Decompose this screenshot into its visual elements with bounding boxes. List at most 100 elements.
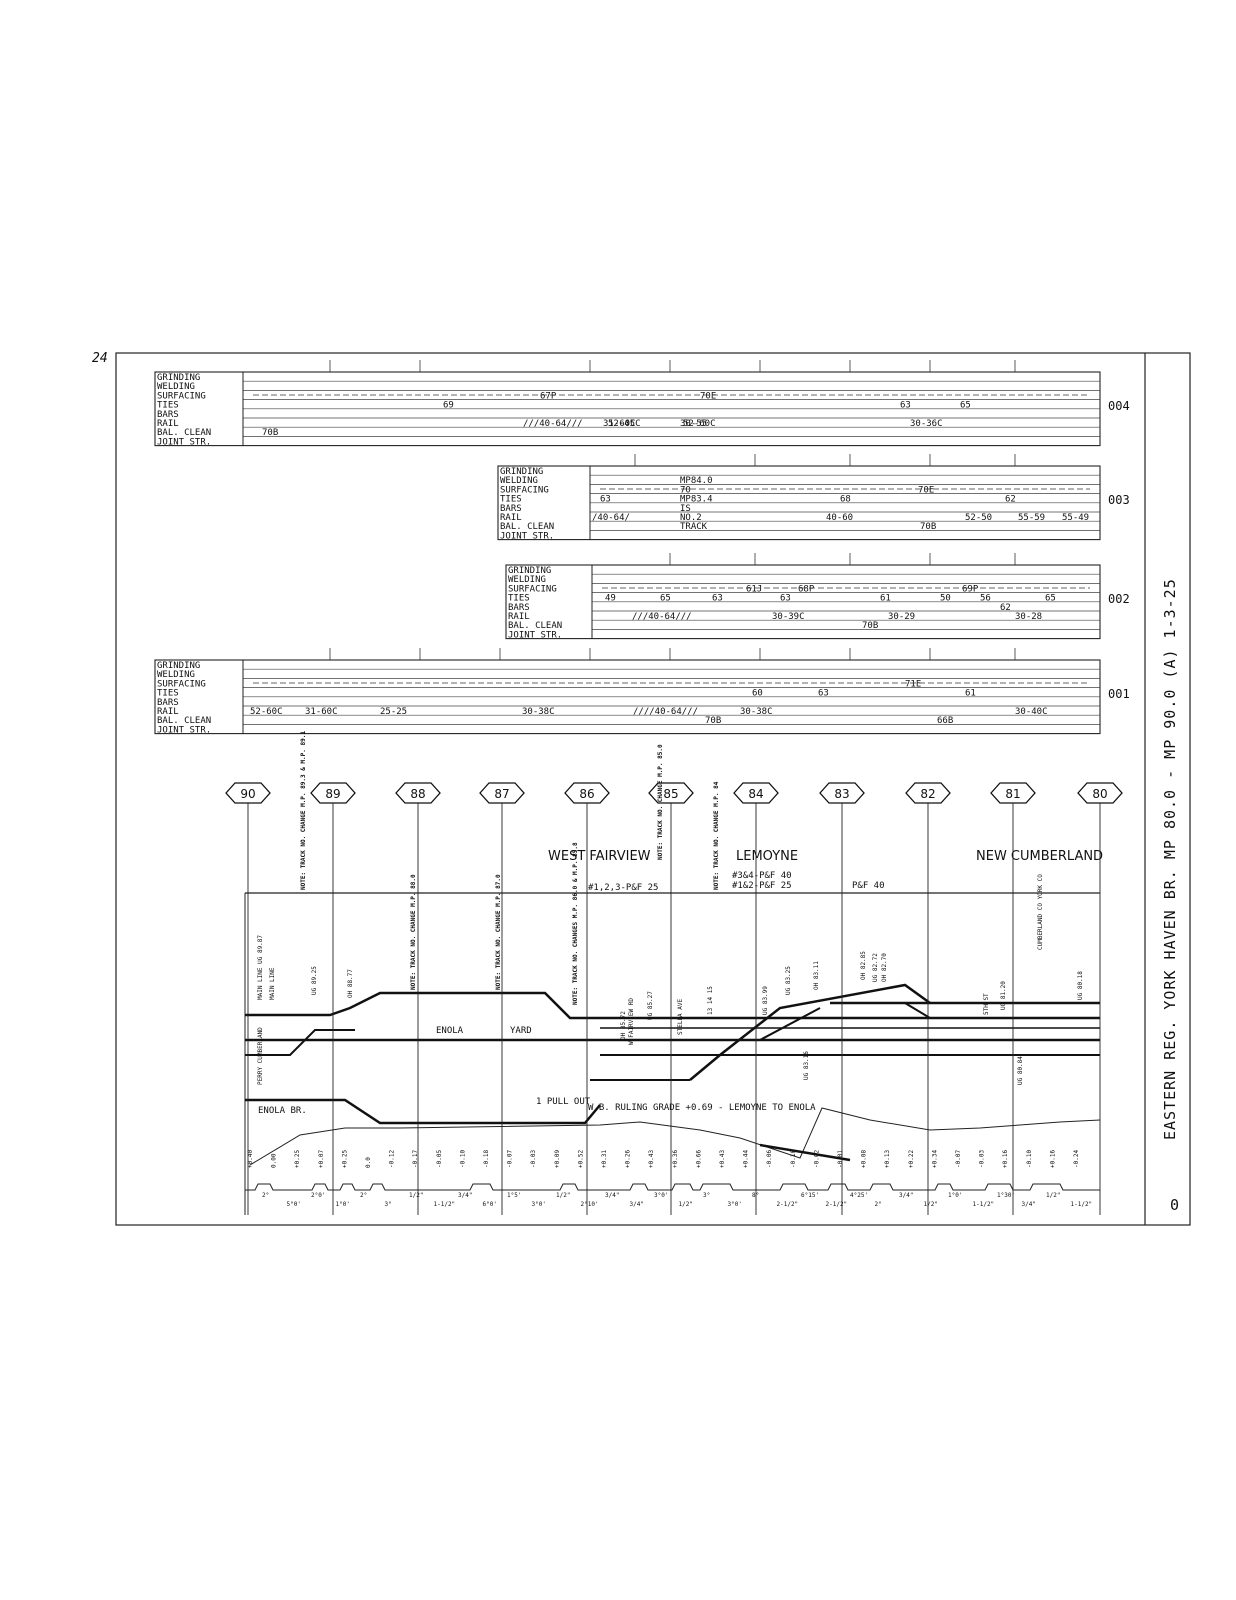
grade-value: +0.43	[719, 1150, 726, 1168]
table-cell: 63	[712, 594, 723, 604]
table-cell: 70B	[262, 428, 278, 438]
grade-value: +0.16	[1002, 1150, 1009, 1168]
table-cell: 30-36C	[910, 419, 943, 429]
table-cell: IS	[680, 504, 691, 514]
vertical-note: PERRY CUMBERLAND	[257, 1027, 264, 1085]
vertical-note: UG 82.72	[872, 953, 879, 982]
table-cell: 61J	[746, 584, 762, 594]
vertical-note: STELLA AVE	[677, 998, 684, 1035]
grade-value: +0.43	[648, 1150, 655, 1168]
milepost-80: 80	[1077, 782, 1123, 1215]
speed-note-1: #1,2,3-P&F 25	[588, 883, 658, 893]
milepost-81: 81	[990, 782, 1036, 1215]
table-row-label: GRINDING	[157, 373, 200, 383]
table-row-label: WELDING	[500, 476, 538, 486]
table-row-label: JOINT STR.	[157, 437, 211, 447]
milepost-87: 87	[479, 782, 525, 1215]
table-row-label: GRINDING	[508, 566, 551, 576]
table-cell: 40-60	[826, 513, 853, 523]
table-cell: 68	[840, 495, 851, 505]
milepost-hexagon	[225, 782, 271, 804]
vertical-note: MAIN LINE	[269, 967, 276, 1000]
table-cell: 70E	[918, 485, 934, 495]
table-cell: 30-38C	[522, 707, 555, 717]
table-cell: 60	[752, 689, 763, 699]
milepost-number: 89	[325, 787, 340, 801]
table-cell: 66B	[937, 716, 953, 726]
table-004: GRINDINGWELDINGSURFACINGTIESBARSRAILBAL.…	[154, 360, 1130, 447]
table-cell: 63	[900, 401, 911, 411]
table-row-label: BARS	[157, 410, 179, 420]
curve-value: 3°	[703, 1192, 710, 1199]
curve-value: 2°	[360, 1192, 367, 1199]
curve-value: 2°	[875, 1201, 882, 1208]
grade-value: -0.18	[483, 1150, 490, 1168]
table-cell: 52-45C	[608, 419, 641, 429]
table-row-label: BARS	[157, 698, 179, 708]
table-cell: 30-29	[888, 612, 915, 622]
curve-value: 1/2"	[679, 1201, 693, 1208]
grade-value: 0.0	[365, 1157, 372, 1168]
milepost-number: 83	[834, 787, 849, 801]
curve-value: 4°25'	[850, 1192, 868, 1199]
curve-value: 1-1/2"	[973, 1201, 995, 1208]
table-cell: 49	[605, 594, 616, 604]
ruling-grade-note: W.B. RULING GRADE +0.69 - LEMOYNE TO ENO…	[588, 1103, 816, 1113]
vertical-note: NOTE: TRACK NO. CHANGES M.P. 86.0 & M.P.…	[572, 842, 579, 1005]
table-row-label: RAIL	[508, 612, 530, 622]
grade-value: -0.07	[507, 1150, 514, 1168]
grade-steep-segment	[759, 1143, 851, 1162]
table-row-label: WELDING	[157, 382, 195, 392]
milepost-86: 86	[564, 782, 610, 1215]
place-new-cumberland: NEW CUMBERLAND	[976, 849, 1103, 864]
milepost-90: 90	[225, 782, 271, 1215]
table-cell: 30-28	[1015, 612, 1042, 622]
vertical-note: OH 83.11	[813, 961, 820, 990]
vertical-note: UG 83.25	[785, 966, 792, 995]
side-title: EASTERN REG. YORK HAVEN BR. MP 80.0 - MP…	[1161, 578, 1179, 1140]
vertical-note: NOTE: TRACK NO. CHANGE M.P. 84	[713, 781, 720, 890]
table-cell: 61	[965, 689, 976, 699]
curve-value: 1/2"	[409, 1192, 423, 1199]
milepost-number: 85	[663, 787, 678, 801]
grade-value: -0.12	[389, 1150, 396, 1168]
grade-value: -0.10	[459, 1150, 466, 1168]
table-cell: MP83.4	[680, 495, 713, 505]
table-cell: 52-60C	[683, 419, 716, 429]
milepost-number: 80	[1092, 787, 1107, 801]
table-cell: 63	[818, 689, 829, 699]
table-code: 004	[1108, 399, 1130, 413]
table-row-label: BAL. CLEAN	[500, 522, 554, 532]
grade-value: -0.06	[766, 1150, 773, 1168]
table-code: 002	[1108, 592, 1130, 606]
table-cell: 70	[680, 485, 691, 495]
table-cell: 30-38C	[740, 707, 773, 717]
curve-value: 6°15'	[801, 1192, 819, 1199]
table-cell: 62	[1000, 603, 1011, 613]
table-cell: 30-55	[680, 419, 707, 429]
table-row-label: RAIL	[157, 707, 179, 717]
curve-value: 1-1/2"	[434, 1201, 456, 1208]
grade-value: +0.25	[294, 1150, 301, 1168]
milepost-hexagon	[905, 782, 951, 804]
vertical-note: OH 85.72	[620, 1011, 627, 1040]
milepost-85: 85	[648, 782, 694, 1215]
vertical-note: UG 80.18	[1077, 971, 1084, 1000]
grade-value: +0.09	[554, 1150, 561, 1168]
vertical-note: NOTE: TRACK NO. CHANGE M.P. 88.0	[410, 874, 417, 990]
curve-value: 2°10'	[581, 1201, 599, 1208]
grade-value: -0.03	[979, 1150, 986, 1168]
table-cell: 62	[1005, 495, 1016, 505]
milepost-89: 89	[310, 782, 356, 1215]
table-cell: 25-25	[380, 707, 407, 717]
yard-label-yard: YARD	[510, 1026, 532, 1036]
curve-value: 5°0'	[287, 1201, 301, 1208]
track-diagram: WEST FAIRVIEW LEMOYNE NEW CUMBERLAND #1,…	[225, 731, 1123, 1215]
curve-value: 2°	[262, 1192, 269, 1199]
milepost-hexagon	[1077, 782, 1123, 804]
milepost-hexagon	[564, 782, 610, 804]
grade-value: -0.02	[813, 1150, 820, 1168]
milepost-hexagon	[819, 782, 865, 804]
grade-value: -0.05	[436, 1150, 443, 1168]
grade-value: +0.34	[931, 1150, 938, 1168]
